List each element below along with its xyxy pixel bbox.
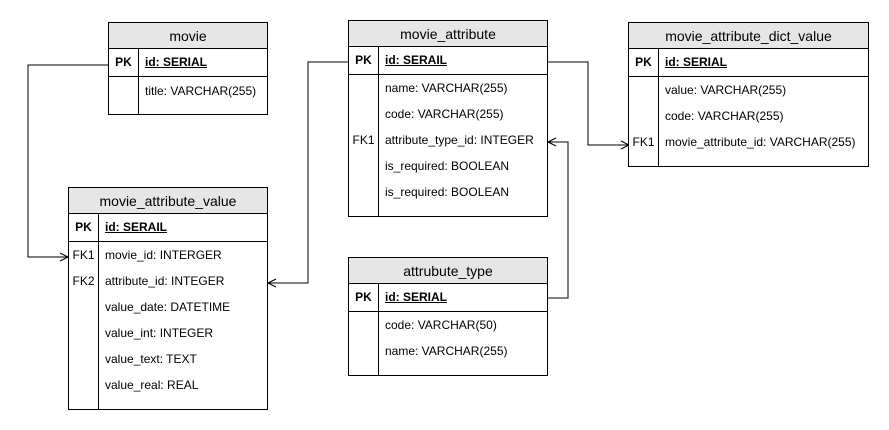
crowfoot-type-attribute [547,137,557,147]
key-label: FK2 [72,274,95,288]
pk-row: PK id: SERIAL [349,284,547,312]
field-row: code: VARCHAR(255) [665,109,784,123]
field-list: movie_id: INTERGER attribute_id: INTEGER… [99,242,267,409]
pk-row: PK id: SERAIL [69,214,267,242]
crowfoot-attribute-value [267,278,277,288]
key-label [69,346,98,372]
field-row: value_text: TEXT [105,352,197,366]
pk-row: PK id: SERAIL [349,47,547,75]
key-label: FK1 [352,133,375,147]
key-label [349,75,378,101]
key-label [69,320,98,346]
key-label [109,77,138,103]
field-list: title: VARCHAR(255) [139,77,267,114]
field-row: attribute_type_id: INTEGER [385,133,534,147]
table-attrubute-type: attrubute_type PK id: SERIAL code: VARCH… [348,257,548,376]
table-movie: movie PK id: SERIAL title: VARCHAR(255) [108,22,268,115]
key-column: FK1 [629,77,659,166]
key-label [349,338,378,364]
key-label [629,103,658,129]
key-label: FK1 [72,248,95,262]
field-row: is_required: BOOLEAN [385,185,510,199]
field-row: title: VARCHAR(255) [145,84,257,98]
table-title: movie_attribute_value [69,188,267,214]
field-row: code: VARCHAR(255) [385,107,504,121]
key-column [349,312,379,375]
key-label [629,77,658,103]
table-title: movie_attribute_dict_value [629,23,868,49]
pk-field: id: SERIAL [385,290,447,304]
field-row: attribute_id: INTEGER [105,274,225,288]
crowfoot-attribute-dict [620,140,630,150]
field-row: code: VARCHAR(50) [385,318,497,332]
key-column: FK1 FK2 [69,242,99,409]
table-body: FK1 FK2 movie_id: INTERGER attribute_id:… [69,242,267,409]
table-body: FK1 name: VARCHAR(255) code: VARCHAR(255… [349,75,547,216]
key-label: PK [69,214,99,241]
table-body: code: VARCHAR(50) name: VARCHAR(255) [349,312,547,375]
table-movie-attribute-dict-value: movie_attribute_dict_value PK id: SERIAL… [628,22,869,167]
field-row: value_int: INTEGER [105,326,214,340]
pk-row: PK id: SERIAL [629,49,868,77]
key-label: PK [349,47,379,74]
key-label [349,179,378,205]
field-row: is_required: BOOLEAN [385,159,510,173]
pk-field: id: SERIAL [145,55,207,69]
relation-movie-to-value [27,64,108,258]
relation-type-to-attribute [548,141,569,299]
key-label [349,101,378,127]
crowfoot-movie-value [59,252,69,262]
field-list: code: VARCHAR(50) name: VARCHAR(255) [379,312,547,375]
field-row: movie_id: INTERGER [105,248,222,262]
field-list: name: VARCHAR(255) code: VARCHAR(255) at… [379,75,547,216]
table-movie-attribute-value: movie_attribute_value PK id: SERAIL FK1 … [68,187,268,410]
field-list: value: VARCHAR(255) code: VARCHAR(255) m… [659,77,868,166]
key-column: FK1 [349,75,379,216]
table-title: movie_attribute [349,21,547,47]
field-row: name: VARCHAR(255) [385,344,508,358]
field-row: name: VARCHAR(255) [385,81,508,95]
key-label: PK [349,284,379,311]
key-label [349,153,378,179]
table-body: FK1 value: VARCHAR(255) code: VARCHAR(25… [629,77,868,166]
field-row: value_real: REAL [105,378,199,392]
pk-field: id: SERAIL [385,53,447,67]
key-label: PK [109,49,139,76]
relation-attribute-to-value [268,61,348,284]
key-label: FK1 [632,135,655,149]
key-label [69,294,98,320]
table-movie-attribute: movie_attribute PK id: SERAIL FK1 name: … [348,20,548,217]
field-row: movie_attribute_id: VARCHAR(255) [665,135,856,149]
pk-field: id: SERIAL [665,55,727,69]
table-title: movie [109,23,267,49]
key-column [109,77,139,114]
key-label [349,312,378,338]
field-row: value_date: DATETIME [105,300,231,314]
table-body: title: VARCHAR(255) [109,77,267,114]
pk-row: PK id: SERIAL [109,49,267,77]
key-label: PK [629,49,659,76]
field-row: value: VARCHAR(255) [665,83,787,97]
key-label [69,372,98,398]
relation-attribute-to-dict [548,61,629,146]
table-title: attrubute_type [349,258,547,284]
pk-field: id: SERAIL [105,220,167,234]
